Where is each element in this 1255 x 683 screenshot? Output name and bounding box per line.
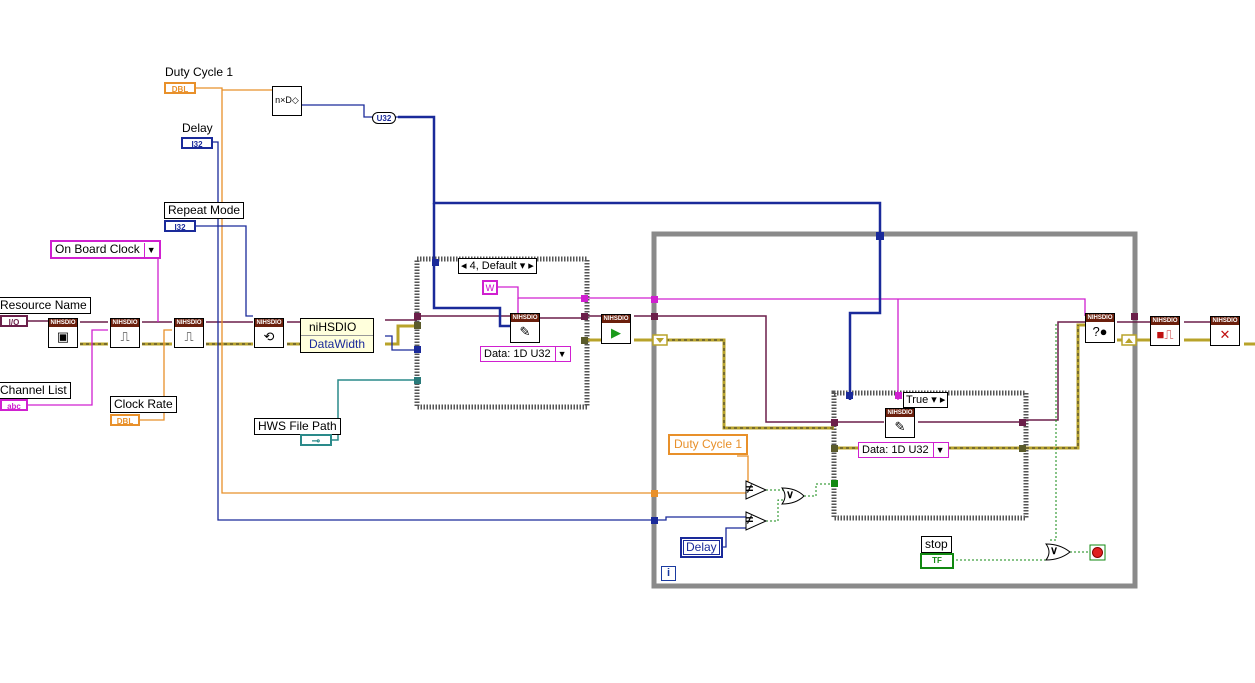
abort-vi[interactable]: NIHSDIO ■⎍ <box>1150 316 1180 346</box>
i32-wires <box>196 104 748 548</box>
hws-file-path-label: HWS File Path <box>254 418 341 435</box>
clock-source-ring[interactable]: On Board Clock▼ <box>50 240 161 259</box>
clock-rate-terminal[interactable]: DBL <box>110 414 140 426</box>
polymorphic-selector-1-value: Data: 1D U32 <box>484 348 551 360</box>
dropdown-arrow-icon: ▼ <box>554 347 567 361</box>
vi-header: NIHSDIO <box>1211 317 1239 325</box>
close-x-icon: ✕ <box>1219 327 1231 342</box>
clock-icon: ⎍ <box>184 329 194 344</box>
property-node-class: niHSDIO <box>301 319 374 336</box>
while-loop[interactable] <box>651 231 1138 589</box>
assign-channels-vi[interactable]: NIHSDIO ⎍ <box>110 318 140 348</box>
channels-icon: ⎍ <box>120 329 130 344</box>
vi-header: NIHSDIO <box>886 409 914 417</box>
not-equal-operator-2: ≠ <box>746 512 754 527</box>
vi-header: NIHSDIO <box>111 319 139 327</box>
u32-wires <box>398 115 882 400</box>
duty-cycle-1-local-variable[interactable]: Duty Cycle 1 <box>668 434 749 455</box>
dbl-wires <box>140 87 749 494</box>
case-structure-1[interactable] <box>414 256 590 410</box>
vi-header: NIHSDIO <box>49 319 77 327</box>
vi-header: NIHSDIO <box>175 319 203 327</box>
vi-header: NIHSDIO <box>1151 317 1179 325</box>
write-waveform-icon-2: ✎ <box>894 419 906 434</box>
repeat-mode-label: Repeat Mode <box>164 202 245 219</box>
write-waveform-vi-1[interactable]: NIHSDIO ✎ <box>510 313 540 343</box>
repeat-mode-terminal[interactable]: I32 <box>164 220 196 232</box>
delay-local-variable[interactable]: Delay <box>680 537 723 558</box>
case-selector-1-value: 4, Default <box>469 260 517 272</box>
build-array-node[interactable]: n×D◇ <box>272 86 302 116</box>
not-equal-operator-1: ≠ <box>746 481 754 496</box>
property-node-datawidth[interactable]: DataWidth <box>309 337 366 351</box>
wait-until-done-vi[interactable]: NIHSDIO ?● <box>1085 313 1115 343</box>
channel-list-terminal[interactable]: abc <box>0 399 28 411</box>
path-wire <box>332 379 417 441</box>
tunnels <box>414 232 1138 524</box>
init-icon: ▣ <box>56 329 70 344</box>
configure-generation-repeat-vi[interactable]: NIHSDIO ⟲ <box>254 318 284 348</box>
polymorphic-selector-2-value: Data: 1D U32 <box>862 444 929 456</box>
duty-cycle-1-terminal[interactable]: DBL <box>164 82 196 94</box>
vi-header: NIHSDIO <box>511 314 539 322</box>
resource-name-label: Resource Name <box>0 297 91 314</box>
property-node[interactable]: niHSDIO DataWidth <box>300 318 375 353</box>
vi-header: NIHSDIO <box>255 319 283 327</box>
repeat-icon: ⟲ <box>263 329 275 344</box>
polymorphic-selector-2[interactable]: Data: 1D U32▼ <box>858 442 949 458</box>
play-icon: ▶ <box>611 325 621 340</box>
stop-square-icon: ■⎍ <box>1156 327 1174 342</box>
iteration-terminal: i <box>661 566 676 581</box>
stop-label: stop <box>921 536 952 553</box>
task-wires <box>28 315 1210 423</box>
dropdown-arrow-icon: ▼ <box>932 443 945 457</box>
resource-name-terminal[interactable]: I/O <box>0 315 28 327</box>
or-operator-1: ∨ <box>786 489 795 501</box>
case-selector-2[interactable]: True ▾ ▸ <box>903 392 949 408</box>
logic-gates <box>745 480 1106 561</box>
hws-file-path-terminal[interactable]: ⊸ <box>300 434 332 447</box>
stop-button-terminal[interactable]: TF <box>920 553 954 569</box>
vi-header: NIHSDIO <box>1086 314 1114 322</box>
delay-label: Delay <box>182 121 213 135</box>
shift-registers <box>652 334 1137 346</box>
clock-source-value: On Board Clock <box>55 242 140 256</box>
clock-rate-label: Clock Rate <box>110 396 177 413</box>
u32-conversion-node[interactable]: U32 <box>372 112 396 124</box>
configure-sample-clock-vi[interactable]: NIHSDIO ⎍ <box>174 318 204 348</box>
channel-list-label: Channel List <box>0 382 71 399</box>
init-generation-session-vi[interactable]: NIHSDIO ▣ <box>48 318 78 348</box>
bool-wires <box>766 324 1090 561</box>
dropdown-arrow-icon: ▼ <box>143 243 156 257</box>
wait-done-icon: ?● <box>1092 324 1108 339</box>
or-operator-2: ∨ <box>1050 545 1059 557</box>
write-waveform-vi-2[interactable]: NIHSDIO ✎ <box>885 408 915 438</box>
duty-cycle-1-label: Duty Cycle 1 <box>165 65 234 79</box>
waveform-name-constant[interactable]: w <box>482 280 498 295</box>
polymorphic-selector-1[interactable]: Data: 1D U32▼ <box>480 346 571 362</box>
case-selector-1[interactable]: ◂ 4, Default ▾ ▸ <box>458 258 537 274</box>
vi-header: NIHSDIO <box>602 315 630 323</box>
case-selector-2-value: True <box>906 394 929 406</box>
build-array-icon: n×D◇ <box>275 95 299 105</box>
write-waveform-icon-1: ✎ <box>519 324 531 339</box>
close-session-vi[interactable]: NIHSDIO ✕ <box>1210 316 1240 346</box>
error-wire-dashes <box>80 325 1079 449</box>
delay-terminal[interactable]: I32 <box>181 137 213 149</box>
initiate-vi[interactable]: NIHSDIO ▶ <box>601 314 631 344</box>
